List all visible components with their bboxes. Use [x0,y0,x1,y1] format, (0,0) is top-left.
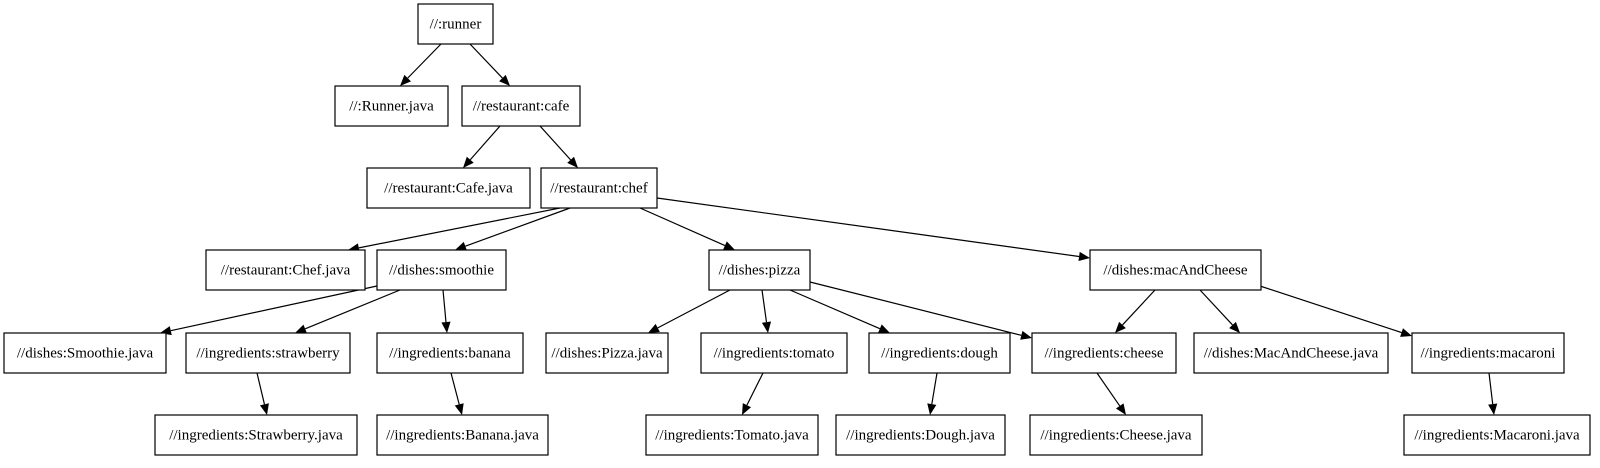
graph-node-dishes_pizza[interactable]: //dishes:pizza [708,249,811,291]
graph-node-runner[interactable]: //:runner [417,3,494,45]
graph-node-runner_java[interactable]: //:Runner.java [334,85,449,127]
node-box[interactable] [835,414,1006,456]
graph-node-cafe_java[interactable]: //restaurant:Cafe.java [366,167,531,209]
node-label: //ingredients:macaroni [1421,345,1556,361]
graph-edge [639,207,735,250]
graph-node-restaurant_chef[interactable]: //restaurant:chef [540,167,658,209]
node-box[interactable] [205,249,366,291]
graph-node-strawberry_java[interactable]: //ingredients:Strawberry.java [154,414,358,456]
graph-node-tomato_java[interactable]: //ingredients:Tomato.java [645,414,819,456]
node-box[interactable] [1411,332,1565,374]
graph-edge [1259,285,1412,337]
node-box[interactable] [1403,414,1591,456]
graph-node-dough_java[interactable]: //ingredients:Dough.java [835,414,1006,456]
graph-edge [1096,372,1126,415]
node-box[interactable] [185,332,351,374]
node-box[interactable] [154,414,358,456]
graph-edge [463,125,501,168]
graph-edge [539,125,578,168]
graph-edge [742,372,764,415]
node-label: //dishes:Smoothie.java [17,345,154,361]
node-label: //ingredients:cheese [1044,345,1163,361]
node-label: //:Runner.java [349,98,434,114]
node-box[interactable] [366,167,531,209]
node-label: //dishes:macAndCheese [1103,262,1247,278]
graph-node-cheese_java[interactable]: //ingredients:Cheese.java [1029,414,1203,456]
node-label: //restaurant:cafe [473,98,570,114]
graph-node-pizza_java[interactable]: //dishes:Pizza.java [545,332,669,374]
graph-node-dishes_smoothie[interactable]: //dishes:smoothie [376,249,507,291]
graph-edge [455,207,571,251]
graph-node-banana_java[interactable]: //ingredients:Banana.java [376,414,549,456]
graph-edge [469,43,510,86]
node-box[interactable] [545,332,669,374]
node-box[interactable] [376,414,549,456]
graph-edge [656,197,1090,262]
graph-node-smoothie_java[interactable]: //dishes:Smoothie.java [3,332,167,374]
node-box[interactable] [540,167,658,209]
graph-edge [160,285,378,336]
node-label: //restaurant:Chef.java [221,262,351,278]
node-box[interactable] [461,85,581,127]
node-label: //ingredients:dough [881,345,998,361]
graph-node-restaurant_cafe[interactable]: //restaurant:cafe [461,85,581,127]
graph-node-macaroni_java[interactable]: //ingredients:Macaroni.java [1403,414,1591,456]
graph-edge [400,43,442,86]
nodes-layer: //:runner //:Runner.java //restaurant:cafe… [3,3,1591,456]
edges-layer [160,43,1498,415]
node-box[interactable] [645,414,819,456]
graph-edge [761,289,772,333]
graph-node-macandchz_java[interactable]: //dishes:MacAndCheese.java [1193,332,1389,374]
node-label: //dishes:smoothie [389,262,494,278]
node-label: //ingredients:Macaroni.java [1414,427,1580,443]
node-label: //ingredients:tomato [714,345,835,361]
node-box[interactable] [708,249,811,291]
graph-edge [648,289,731,333]
node-label: //ingredients:Cheese.java [1040,427,1192,443]
graph-node-chef_java[interactable]: //restaurant:Chef.java [205,249,366,291]
graph-edge [450,372,464,415]
graph-node-ing_tomato[interactable]: //ingredients:tomato [700,332,848,374]
graph-edge [1115,289,1156,333]
graph-edge [295,289,401,334]
graph-edge [927,372,938,415]
graph-node-dishes_macandchz[interactable]: //dishes:macAndCheese [1089,249,1262,291]
graph-edge [441,289,451,333]
node-box[interactable] [376,249,507,291]
node-label: //ingredients:Dough.java [846,427,995,443]
node-label: //ingredients:Tomato.java [655,427,809,443]
node-label: //ingredients:banana [389,345,511,361]
graph-edge [348,207,561,253]
node-box[interactable] [334,85,449,127]
graph-node-ing_cheese[interactable]: //ingredients:cheese [1031,332,1177,374]
node-label: //restaurant:chef [550,180,647,196]
node-box[interactable] [700,332,848,374]
graph-edge [256,372,269,415]
node-label: //dishes:Pizza.java [551,345,663,361]
node-label: //dishes:pizza [719,262,801,278]
graph-node-ing_strawberry[interactable]: //ingredients:strawberry [185,332,351,374]
node-label: //:runner [430,16,482,32]
graph-edge [789,289,890,333]
graph-edge [1199,289,1240,333]
node-box[interactable] [1031,332,1177,374]
node-box[interactable] [376,332,524,374]
node-label: //ingredients:strawberry [196,345,340,361]
node-label: //ingredients:Banana.java [386,427,539,443]
node-box[interactable] [417,3,494,45]
node-box[interactable] [3,332,167,374]
graph-edge [809,281,1032,340]
node-box[interactable] [868,332,1011,374]
node-label: //dishes:MacAndCheese.java [1204,345,1379,361]
node-box[interactable] [1089,249,1262,291]
node-label: //restaurant:Cafe.java [384,180,513,196]
graph-node-ing_dough[interactable]: //ingredients:dough [868,332,1011,374]
graph-node-ing_macaroni[interactable]: //ingredients:macaroni [1411,332,1565,374]
graph-edge [1488,372,1498,415]
node-box[interactable] [1029,414,1203,456]
node-box[interactable] [1193,332,1389,374]
graph-node-ing_banana[interactable]: //ingredients:banana [376,332,524,374]
node-label: //ingredients:Strawberry.java [169,427,343,443]
